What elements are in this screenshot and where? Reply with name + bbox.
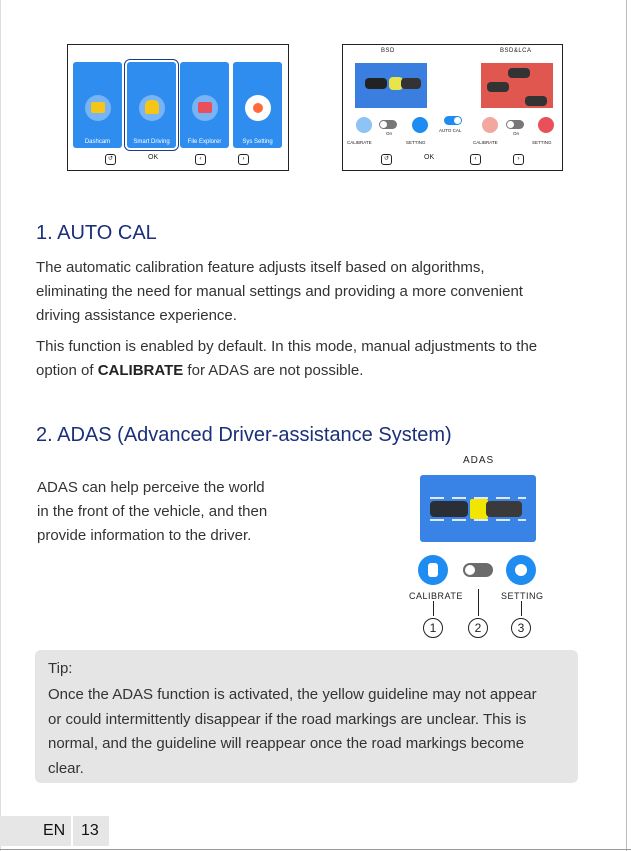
calibrate-label: CALIBRATE (473, 140, 498, 145)
tip-line: clear. (48, 759, 84, 777)
back-icon: ↺ (381, 154, 392, 165)
language-label: EN (43, 822, 66, 839)
lane-line (430, 497, 526, 499)
toggle-switch (463, 563, 493, 577)
callout-leader (478, 589, 479, 616)
paragraph-line: This function is enabled by default. In … (36, 338, 538, 355)
toggle-on-label: On (513, 131, 520, 136)
setting-icon (412, 117, 428, 133)
tip-box: Tip: Once the ADAS function is activated… (35, 650, 578, 783)
bsd-lca-title: BSD&LCA (500, 48, 532, 54)
callout-number-1: 1 (423, 618, 443, 638)
setting-label: SETTING (532, 140, 552, 145)
bsd-road-view (355, 63, 427, 108)
menu-tile-smart-driving: Smart Driving (124, 59, 179, 151)
bsd-nav-row: ↺ OK ‹ › (343, 154, 562, 166)
toggle-on-label: On (386, 131, 393, 136)
menu-tile-label: Sys Setting (242, 139, 273, 145)
tip-line: Once the ADAS function is activated, the… (48, 686, 537, 703)
car-icon (365, 78, 387, 89)
auto-cal-paragraph-1: The automatic calibration feature adjust… (36, 256, 523, 328)
setting-label: SETTING (501, 591, 544, 601)
calibrate-hand-icon (482, 117, 498, 133)
toggle-switch (506, 120, 524, 129)
gear-icon (253, 103, 263, 113)
calibrate-label: CALIBRATE (409, 591, 463, 601)
car-icon (525, 96, 547, 106)
yellow-guideline (470, 499, 488, 519)
chevron-left-icon: ‹ (195, 154, 206, 165)
paragraph-line: ADAS can help perceive the world (37, 479, 265, 496)
page-bottom-border (0, 849, 631, 850)
lane-line (430, 519, 526, 521)
calibrate-emphasis: CALIBRATE (97, 362, 184, 379)
footer-language: EN (0, 816, 71, 846)
adas-road-view (420, 475, 536, 542)
hand-icon (428, 563, 438, 577)
guideline-marker (389, 77, 403, 90)
page-right-border (626, 0, 627, 851)
callout-number-3: 3 (511, 618, 531, 638)
bsd-title: BSD (381, 48, 395, 54)
paragraph-line: in the front of the vehicle, and then (37, 503, 268, 520)
calibrate-button-icon (418, 555, 448, 585)
tip-line: or could intermittently disappear if the… (48, 710, 527, 728)
tip-title: Tip: (48, 660, 73, 677)
setting-label: SETTING (406, 140, 426, 145)
car-icon (401, 78, 421, 89)
main-menu-screenshot: Dashcam Smart Driving File Explorer Sys … (67, 44, 289, 171)
folder-icon (198, 102, 212, 113)
paragraph-line: The automatic calibration feature adjust… (36, 259, 485, 276)
menu-tile-label: File Explorer (187, 139, 222, 145)
adas-description: ADAS can help perceive the world in the … (37, 476, 267, 548)
callout-number-2: 2 (468, 618, 488, 638)
callout-leader (521, 601, 522, 616)
car-icon (430, 501, 468, 517)
menu-tile-sys-setting: Sys Setting (233, 62, 282, 148)
menu-tile-dashcam: Dashcam (73, 62, 122, 148)
chevron-left-icon: ‹ (470, 154, 481, 165)
tip-line: normal, and the guideline will reappear … (48, 735, 525, 752)
car-icon (508, 68, 530, 78)
car-icon (486, 501, 522, 517)
section-heading-auto-cal: 1. AUTO CAL (36, 222, 157, 244)
smart-driving-icon (145, 100, 159, 114)
paragraph-line: eliminating the need for manual settings… (36, 283, 523, 300)
chevron-right-icon: › (238, 154, 249, 165)
setting-icon (538, 117, 554, 133)
callout-leader (433, 601, 434, 616)
back-icon: ↺ (105, 154, 116, 165)
autocal-label: AUTO CAL (439, 128, 462, 133)
calibrate-hand-icon (356, 117, 372, 133)
section-heading-adas: 2. ADAS (Advanced Driver-assistance Syst… (36, 424, 452, 446)
menu-tile-label: Dashcam (84, 139, 111, 145)
ok-label: OK (148, 154, 159, 161)
paragraph-text: option of (36, 362, 98, 379)
bsd-settings-screenshot: BSD BSD&LCA On AUTO CAL On CALIBRATE SET… (342, 44, 563, 171)
paragraph-text: for ADAS are not possible. (183, 362, 364, 379)
paragraph-line: provide information to the driver. (37, 527, 252, 544)
dashcam-icon (91, 102, 105, 113)
tip-body: Once the ADAS function is activated, the… (48, 683, 573, 781)
page-number: 13 (81, 822, 99, 839)
calibrate-label: CALIBRATE (347, 140, 372, 145)
auto-cal-paragraph-2: This function is enabled by default. In … (36, 335, 537, 383)
footer-page-number: 13 (73, 816, 109, 846)
chevron-right-icon: › (513, 154, 524, 165)
menu-nav-row: ↺ OK ‹ › (68, 154, 288, 166)
bsd-lca-road-view (481, 63, 553, 108)
car-icon (487, 82, 509, 92)
page-left-border (0, 0, 1, 851)
gear-icon (515, 564, 527, 576)
ok-label: OK (424, 154, 435, 161)
menu-tile-label: Smart Driving (133, 139, 170, 145)
setting-button-icon (506, 555, 536, 585)
paragraph-line: driving assistance experience. (36, 307, 237, 324)
menu-tile-file-explorer: File Explorer (180, 62, 229, 148)
autocal-toggle (444, 116, 462, 125)
adas-figure-title: ADAS (463, 455, 495, 466)
toggle-switch (379, 120, 397, 129)
